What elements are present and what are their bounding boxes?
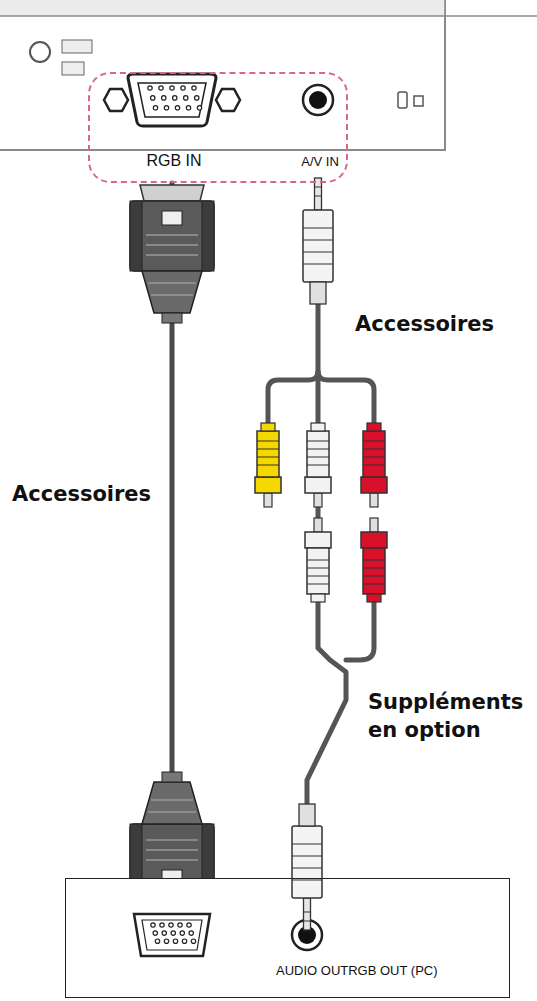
projector-body <box>0 0 537 150</box>
vga-port <box>104 89 128 111</box>
mini-plug <box>303 178 333 304</box>
pc-panel <box>151 923 196 944</box>
pc-panel <box>178 923 182 927</box>
vga-plug <box>130 185 214 910</box>
port-panel: RGB IN A/V IN <box>88 72 348 183</box>
pc-panel <box>169 923 173 927</box>
audio-cable <box>268 372 318 425</box>
audio-cable <box>318 372 374 425</box>
vga-port <box>162 96 166 100</box>
pc-panel <box>153 931 157 935</box>
pc-panel <box>142 920 202 950</box>
projector-body <box>30 42 50 62</box>
rca-plug <box>305 518 331 602</box>
pc-panel <box>162 931 166 935</box>
cable-label: Accessoires <box>355 310 530 338</box>
cable-label: Suppléments en option <box>368 688 530 745</box>
rca-plug <box>361 423 387 507</box>
projector-body <box>0 0 445 16</box>
projector-body <box>445 15 537 17</box>
audio-cable <box>268 372 374 660</box>
pc-panel <box>191 939 195 943</box>
pc-panel <box>173 939 177 943</box>
vga-port <box>153 106 157 110</box>
audio-video-jack <box>303 85 333 115</box>
vga-port <box>216 89 240 111</box>
port-label: A/V IN <box>299 154 341 169</box>
rca-plug <box>255 423 387 602</box>
vga-port <box>181 86 185 90</box>
audio-video-jack <box>309 91 327 109</box>
port-label: RGB IN <box>144 152 203 170</box>
projector-body <box>398 92 407 108</box>
pc-panel <box>151 923 155 927</box>
pc-panel <box>187 923 191 927</box>
pc-panel <box>66 879 509 997</box>
vga-port <box>159 86 163 90</box>
cable-label: Accessoires <box>12 480 151 508</box>
pc-panel <box>180 931 184 935</box>
mini-plug <box>292 804 322 930</box>
vga-port <box>164 106 168 110</box>
pc-panel <box>164 939 168 943</box>
pc-panel-box: AUDIO OUTRGB OUT (PC) <box>65 878 510 998</box>
audio-cable <box>346 598 374 660</box>
pc-panel <box>134 914 210 956</box>
mini-plug <box>292 804 322 930</box>
rca-plug <box>361 518 387 602</box>
pc-panel <box>160 923 164 927</box>
vga-plug <box>130 185 214 323</box>
vga-port <box>138 83 206 117</box>
vga-port <box>151 96 155 100</box>
pc-panel <box>189 931 193 935</box>
projector-body <box>62 62 84 75</box>
pc-panel <box>155 939 159 943</box>
vga-port <box>173 96 177 100</box>
vga-port <box>192 86 196 90</box>
vga-port <box>195 96 199 100</box>
rca-plug <box>255 423 281 507</box>
projector-body <box>0 0 445 150</box>
audio-video-jack <box>303 85 333 115</box>
vga-port <box>186 106 190 110</box>
vga-port <box>184 96 188 100</box>
vga-port <box>104 74 240 126</box>
rca-plug <box>305 423 331 507</box>
port-label: AUDIO OUTRGB OUT (PC) <box>276 963 438 978</box>
mini-plug <box>303 178 333 304</box>
pc-panel <box>66 879 509 997</box>
pc-panel <box>171 931 175 935</box>
pc-panel <box>182 939 186 943</box>
vga-port <box>170 86 174 90</box>
projector-body <box>62 40 92 53</box>
vga-port <box>148 86 202 110</box>
vga-port <box>197 106 201 110</box>
vga-port <box>128 74 216 126</box>
vga-port <box>175 106 179 110</box>
vga-port <box>148 86 152 90</box>
projector-body <box>414 96 423 106</box>
